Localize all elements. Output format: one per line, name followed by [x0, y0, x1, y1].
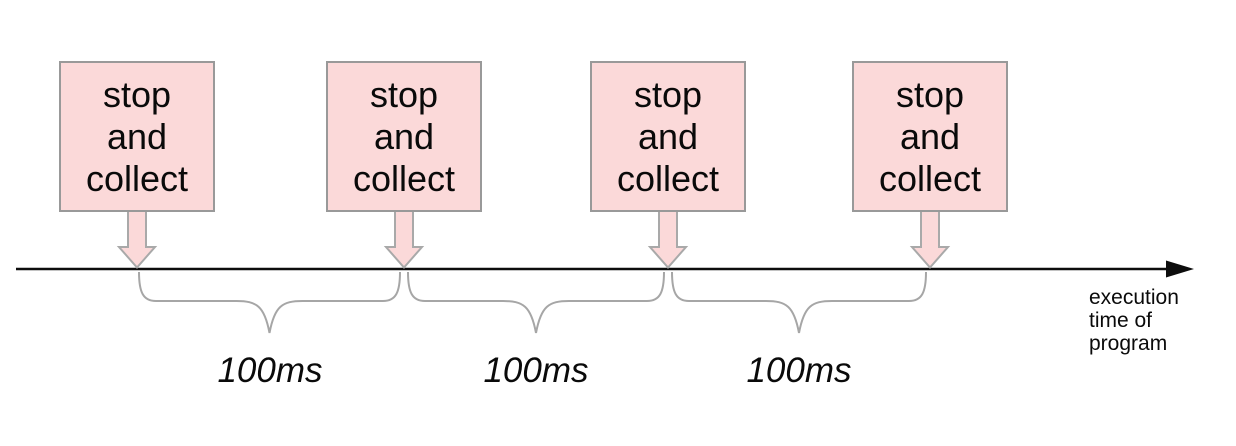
interval-brace-1: [138, 271, 401, 334]
down-arrow-icon-3: [647, 210, 689, 270]
stop-and-collect-box-1: stop and collect: [59, 61, 215, 212]
stop-and-collect-box-3: stop and collect: [590, 61, 746, 212]
stop-and-collect-box-2: stop and collect: [326, 61, 482, 212]
interval-brace-2: [407, 271, 665, 334]
interval-duration-label-3: 100ms: [746, 351, 852, 390]
down-arrow-icon-2: [383, 210, 425, 270]
down-arrow-icon-4: [909, 210, 951, 270]
interval-duration-label-2: 100ms: [483, 351, 589, 390]
interval-brace-3: [671, 271, 927, 334]
time-axis-arrowhead-icon: [1166, 260, 1194, 278]
down-arrow-icon-1: [116, 210, 158, 270]
stop-and-collect-box-4: stop and collect: [852, 61, 1008, 212]
interval-duration-label-1: 100ms: [217, 351, 323, 390]
axis-caption: execution time of program: [1089, 286, 1179, 355]
